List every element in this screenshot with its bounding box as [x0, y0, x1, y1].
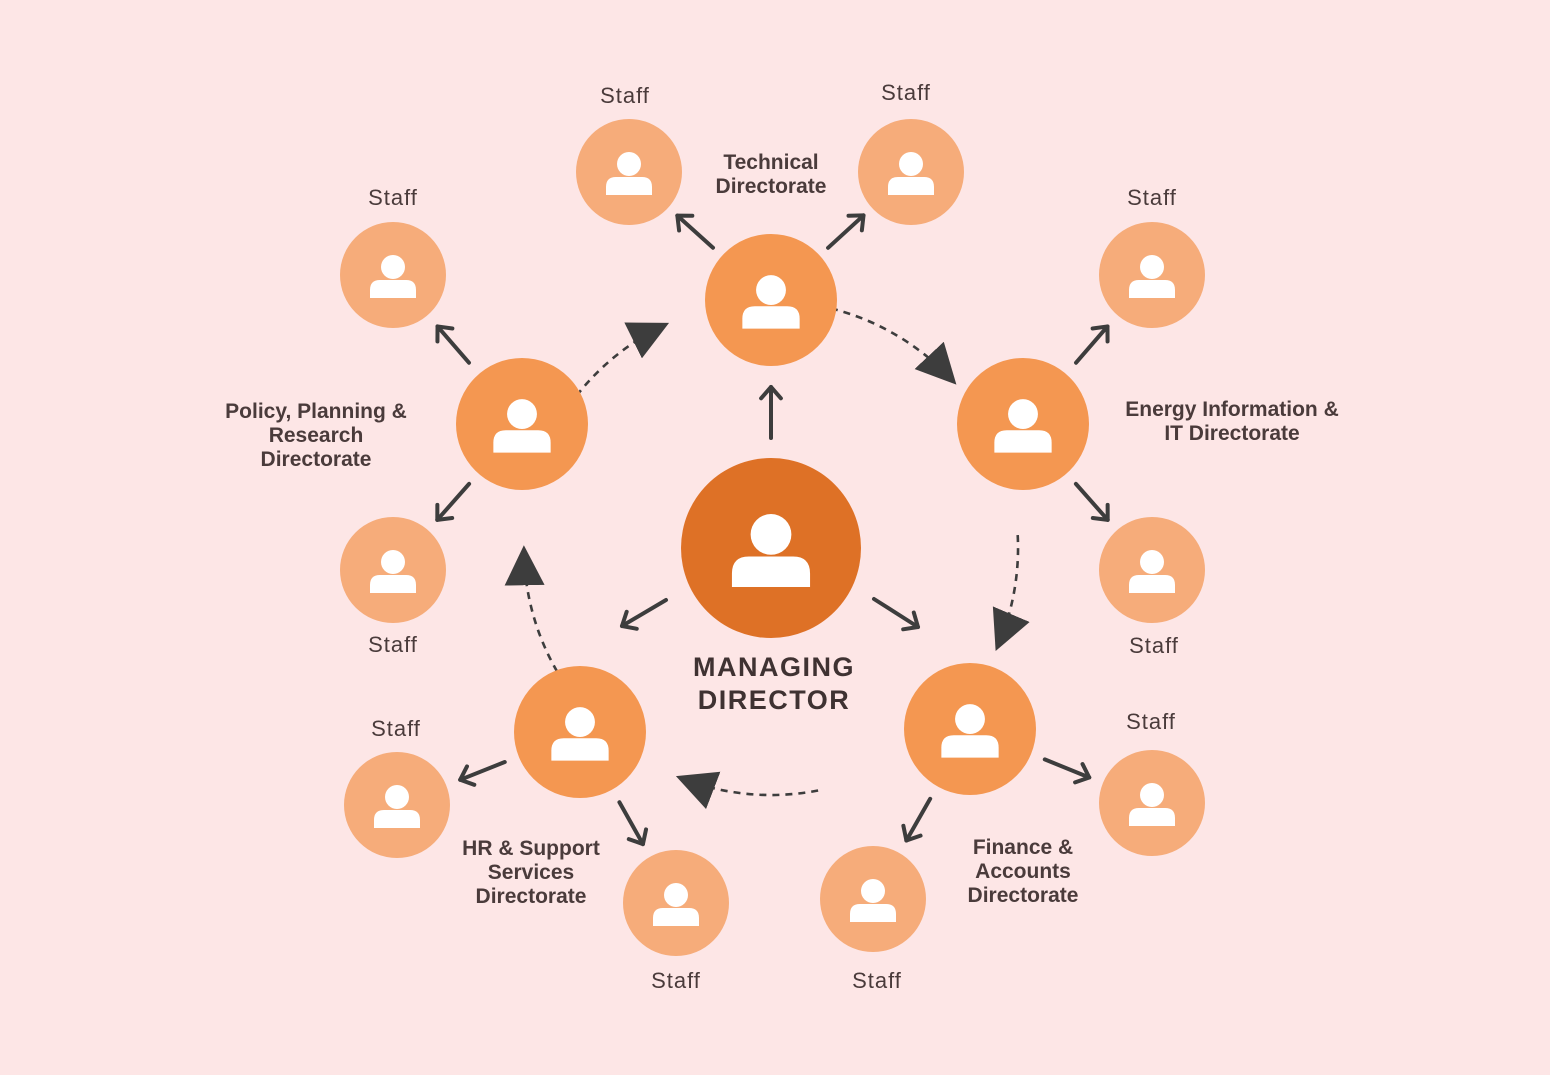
- energy-it-staff-2-label: Staff: [1129, 633, 1179, 658]
- org-nodes: [340, 119, 1205, 956]
- policy-planning-staff-1-node: [340, 222, 446, 328]
- technical-directorate-label: Technical Directorate: [715, 151, 827, 198]
- person-icon: [1129, 783, 1175, 826]
- technical-staff-1-node: [576, 119, 682, 225]
- person-icon: [1129, 550, 1175, 593]
- finance-accounts-to-staff-2-arrow: [901, 796, 933, 843]
- cycle-arrow-technical-to-energy: [792, 300, 957, 385]
- technical-staff-1-label: Staff: [600, 83, 650, 108]
- energy-it-staff-2-node: [1099, 517, 1205, 623]
- finance-accounts-directorate-node: [904, 663, 1036, 795]
- managing-director-label: MANAGING DIRECTOR: [693, 652, 855, 715]
- energy-it-staff-1-node: [1099, 222, 1205, 328]
- energy-it-to-staff-1-arrow: [1074, 324, 1110, 365]
- person-icon: [493, 399, 551, 453]
- technical-directorate-node: [705, 234, 837, 366]
- technical-to-staff-1-arrow: [675, 213, 715, 250]
- finance-accounts-staff-2-node: [820, 846, 926, 952]
- finance-accounts-staff-2-label: Staff: [852, 968, 902, 993]
- technical-to-staff-2-arrow: [826, 213, 866, 250]
- policy-planning-to-staff-2-arrow: [435, 481, 472, 522]
- md-to-technical-arrow: [759, 385, 783, 440]
- hr-support-staff-1-label: Staff: [651, 968, 701, 993]
- person-icon: [370, 550, 416, 593]
- person-icon: [941, 704, 999, 758]
- person-icon: [374, 785, 420, 828]
- hr-support-directorate-label: HR & Support Services Directorate: [462, 837, 600, 908]
- managing-director-node: [681, 458, 861, 638]
- technical-staff-2-label: Staff: [881, 80, 931, 105]
- policy-planning-to-staff-1-arrow: [435, 324, 471, 365]
- cycle-arrow-finance-to-hr: [675, 771, 819, 810]
- person-icon: [653, 883, 699, 926]
- reporting-arrows: [435, 213, 1110, 847]
- person-icon: [1129, 255, 1175, 298]
- hr-support-staff-1-node: [623, 850, 729, 956]
- person-icon: [888, 152, 934, 195]
- md-to-hr-arrow: [620, 598, 668, 631]
- cycle-arrow-energy-to-finance: [992, 535, 1030, 651]
- finance-accounts-staff-1-node: [1099, 750, 1205, 856]
- policy-planning-directorate-label: Policy, Planning & Research Directorate: [225, 400, 407, 471]
- finance-accounts-to-staff-1-arrow: [1042, 757, 1092, 785]
- hr-support-staff-2-node: [344, 752, 450, 858]
- person-icon: [606, 152, 652, 195]
- energy-it-to-staff-2-arrow: [1073, 481, 1110, 522]
- hr-support-staff-2-label: Staff: [371, 716, 421, 741]
- person-icon: [731, 514, 811, 588]
- policy-planning-directorate-node: [456, 358, 588, 490]
- finance-accounts-staff-1-label: Staff: [1126, 709, 1176, 734]
- person-icon: [742, 275, 800, 329]
- policy-planning-staff-2-label: Staff: [368, 185, 418, 210]
- person-icon: [370, 255, 416, 298]
- hr-support-directorate-node: [514, 666, 646, 798]
- hr-support-to-staff-1-arrow: [617, 800, 649, 847]
- person-icon: [994, 399, 1052, 453]
- person-icon: [850, 879, 896, 922]
- finance-accounts-directorate-label: Finance & Accounts Directorate: [967, 836, 1079, 907]
- technical-staff-2-node: [858, 119, 964, 225]
- md-to-finance-arrow: [872, 597, 920, 632]
- policy-planning-staff-2-node: [340, 517, 446, 623]
- energy-it-staff-1-label: Staff: [1127, 185, 1177, 210]
- energy-it-directorate-label: Energy Information & IT Directorate: [1125, 398, 1339, 445]
- energy-it-directorate-node: [957, 358, 1089, 490]
- person-icon: [551, 707, 609, 761]
- hr-support-to-staff-2-arrow: [458, 760, 507, 787]
- cycle-arrow-hr-to-policy: [504, 545, 559, 673]
- policy-planning-staff-1-label: Staff: [368, 632, 418, 657]
